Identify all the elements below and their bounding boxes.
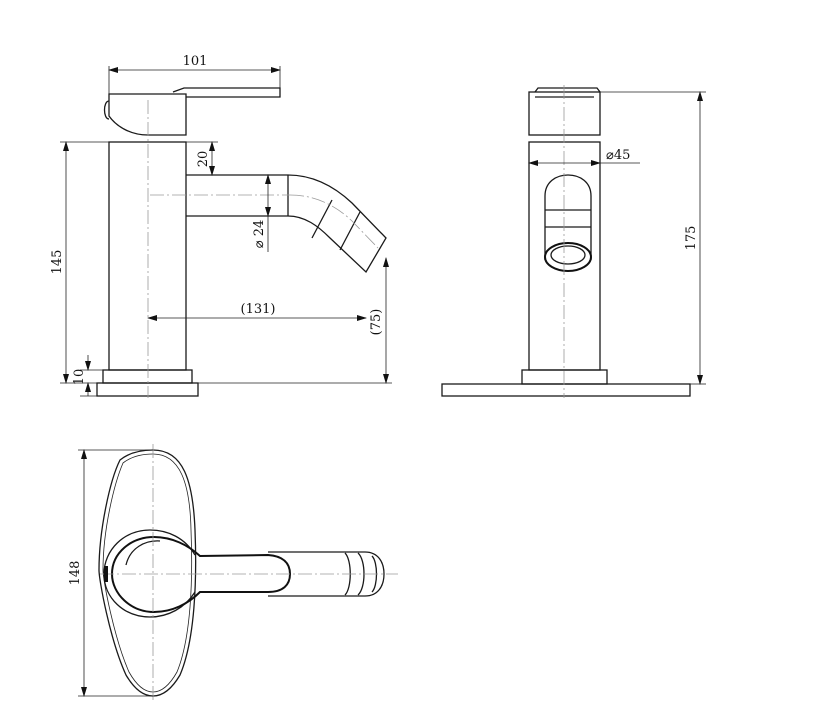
dim-label-24: ⌀ 24 — [252, 220, 267, 249]
top-indicator-mark — [104, 566, 108, 582]
dim-label-10: 10 — [72, 369, 87, 386]
side-spout-ring-a — [311, 199, 333, 239]
front-spout-profile — [544, 174, 592, 260]
side-lever-handle — [172, 87, 281, 98]
dim-label-101: 101 — [183, 54, 208, 69]
side-spout-arc-centerline — [289, 194, 379, 249]
side-body — [108, 141, 187, 371]
top-spout — [268, 551, 385, 597]
front-outlet-inner — [550, 245, 586, 265]
side-base-plate — [96, 382, 199, 397]
front-body — [528, 141, 601, 371]
dim-label-148: 148 — [68, 561, 83, 586]
front-lever-block — [528, 91, 601, 136]
front-lever-handle — [534, 87, 601, 93]
side-lever-knob — [103, 100, 110, 120]
side-lever-block — [108, 93, 187, 136]
front-view: ⌀45 175 — [441, 85, 706, 398]
side-base-flange — [102, 369, 193, 384]
dim-label-75: (75) — [369, 309, 384, 336]
side-view: 101 20 ⌀ 24 145 10 (131) (75) — [50, 54, 392, 398]
dim-label-131: (131) — [241, 302, 276, 317]
side-spout-ring-b — [339, 211, 361, 251]
top-base-plate — [98, 449, 197, 697]
top-lever-cap — [110, 535, 292, 614]
dim-label-20: 20 — [196, 151, 211, 168]
side-spout — [186, 174, 387, 274]
dim-label-145: 145 — [50, 250, 65, 275]
front-outlet-outer — [544, 242, 592, 272]
front-base-plate — [441, 383, 691, 397]
top-base-plate-inner — [102, 453, 193, 693]
top-view: 148 — [68, 444, 398, 702]
top-lever-highlight — [125, 540, 161, 566]
front-base-flange — [521, 369, 608, 385]
dim-label-175: 175 — [684, 226, 699, 251]
dim-label-45: ⌀45 — [606, 148, 630, 163]
